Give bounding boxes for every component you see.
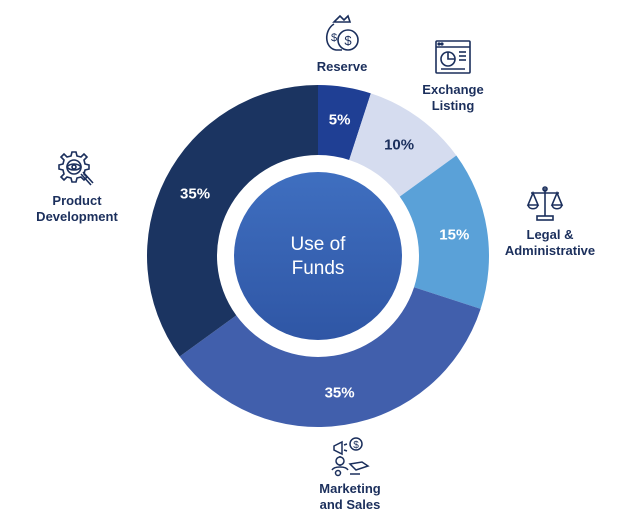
money-bag-icon: $ $ (325, 14, 359, 51)
slice-product-development (147, 85, 318, 357)
value-label-marketing-sales: 35% (325, 384, 355, 401)
center-label-line-2: Funds (292, 258, 345, 279)
slice-legal-administrative (399, 155, 490, 309)
value-label-product-development: 35% (180, 185, 210, 202)
category-label-reserve: Reserve (316, 59, 368, 74)
svg-text:$: $ (353, 440, 359, 451)
legal-scale-icon (526, 186, 564, 221)
svg-text:$: $ (344, 33, 352, 48)
category-label-marketing-sales: Marketing and Sales (319, 481, 381, 512)
value-label-legal-administrative: 15% (439, 226, 469, 243)
value-label-reserve: 5% (329, 112, 351, 129)
slice-marketing-sales (179, 287, 481, 428)
slice-reserve (318, 85, 371, 160)
center-disc (234, 172, 402, 340)
category-label-exchange-listing: Exchange Listing (422, 82, 484, 113)
value-label-exchange-listing: 10% (384, 136, 414, 153)
exchange-chart-icon (435, 40, 471, 74)
svg-text:$: $ (331, 32, 337, 44)
category-label-legal-administrative: Legal & Administrative (504, 227, 596, 258)
center-label-line-1: Use of (291, 234, 347, 255)
product-gear-icon (58, 151, 94, 186)
marketing-icon: $ (331, 437, 370, 477)
category-label-product-development: Product Development (36, 193, 118, 224)
slice-exchange-listing (349, 93, 457, 197)
